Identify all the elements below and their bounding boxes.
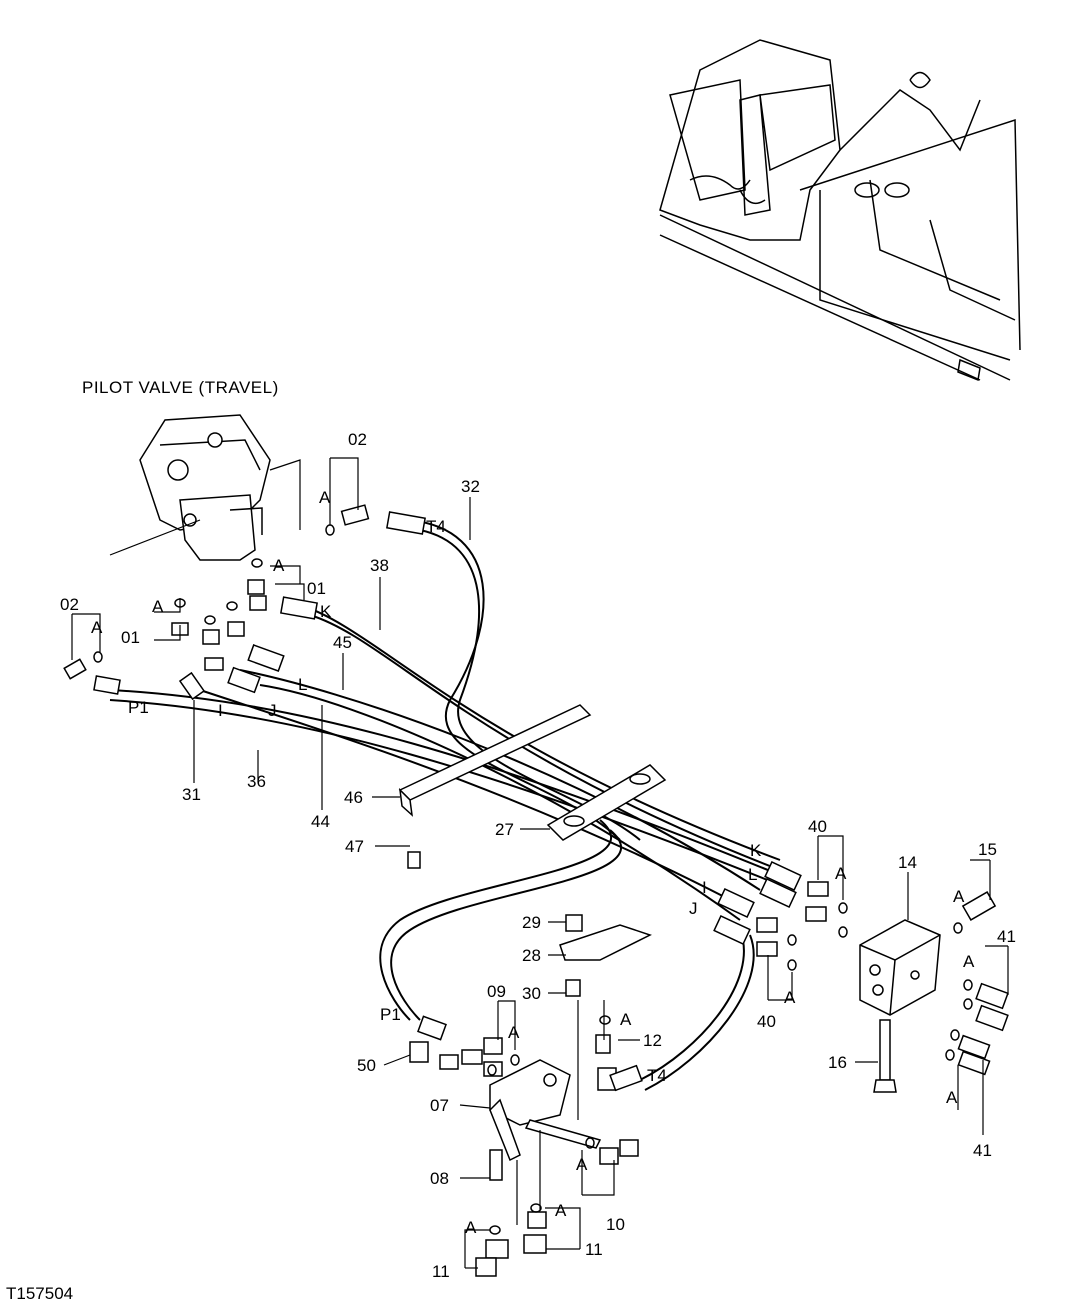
port-label-t4-top: T4 (426, 517, 446, 536)
leader-lines (71, 457, 1009, 1269)
oring-a-label: A (963, 952, 975, 971)
port-label-k-top: K (320, 602, 332, 621)
callout-01-left: 01 (121, 628, 140, 647)
callout-11-right: 11 (585, 1240, 603, 1259)
callout-09: 09 (487, 982, 506, 1001)
callout-38: 38 (370, 556, 389, 575)
valve-07 (489, 1059, 602, 1162)
oring-a-label: A (508, 1023, 520, 1042)
callout-41-top: 41 (997, 927, 1016, 946)
port-label-i-right: I (702, 878, 707, 897)
oring-a-label: A (91, 618, 103, 637)
callout-16: 16 (828, 1053, 847, 1072)
callout-30: 30 (522, 984, 541, 1003)
port-label-p1-top: P1 (128, 698, 149, 717)
callout-47: 47 (345, 837, 364, 856)
port-label-j-right: J (689, 899, 698, 918)
hose-bundle (109, 519, 781, 1091)
callout-41-bottom: 41 (973, 1141, 992, 1160)
oring-a-label: A (953, 887, 965, 906)
callout-46: 46 (344, 788, 363, 807)
callout-36: 36 (247, 772, 266, 791)
figure-id: T157504 (6, 1284, 73, 1303)
callouts: 02 01 02 01 32 38 45 31 36 44 46 47 27 2… (60, 430, 1016, 1281)
callout-14: 14 (898, 853, 917, 872)
callout-07: 07 (430, 1096, 449, 1115)
callout-11-left: 11 (432, 1262, 450, 1281)
callout-01-top: 01 (307, 579, 326, 598)
port-label-j-top: J (268, 701, 277, 720)
callout-08: 08 (430, 1169, 449, 1188)
callout-29: 29 (522, 913, 541, 932)
callout-44: 44 (311, 812, 330, 831)
manifold-block (859, 919, 941, 1093)
oring-a-label: A (576, 1155, 588, 1174)
callout-12: 12 (643, 1031, 662, 1050)
callout-28: 28 (522, 946, 541, 965)
oring-a-labels: A A A A A A A A A A A A A A (91, 488, 975, 1237)
oring-a-label: A (620, 1010, 632, 1029)
callout-02-top: 02 (348, 430, 367, 449)
port-label-p1-bottom: P1 (380, 1005, 401, 1024)
oring-a-label: A (319, 488, 331, 507)
callout-45: 45 (333, 633, 352, 652)
port-label-t4-bottom: T4 (647, 1066, 667, 1085)
callout-15: 15 (978, 840, 997, 859)
callout-40-bottom: 40 (757, 1012, 776, 1031)
oring-a-label: A (555, 1201, 567, 1220)
oring-a-label: A (152, 597, 164, 616)
port-label-k-right: K (750, 841, 762, 860)
callout-50: 50 (357, 1056, 376, 1075)
mounting-frame (398, 704, 667, 841)
oring-a-label: A (835, 864, 847, 883)
callout-10: 10 (606, 1215, 625, 1234)
callout-40-top: 40 (808, 817, 827, 836)
pilot-valve-body (109, 414, 301, 561)
callout-02-left: 02 (60, 595, 79, 614)
callout-31: 31 (182, 785, 201, 804)
excavator-inset (659, 39, 1021, 382)
diagram-title: PILOT VALVE (TRAVEL) (82, 378, 279, 397)
oring-a-label: A (465, 1218, 477, 1237)
oring-a-label: A (784, 988, 796, 1007)
port-label-l-top: L (298, 675, 307, 694)
oring-a-label: A (946, 1088, 958, 1107)
callout-27: 27 (495, 820, 514, 839)
port-label-l-right: L (748, 865, 757, 884)
oring-a-label: A (273, 556, 285, 575)
port-label-i-top: I (218, 701, 223, 720)
callout-32: 32 (461, 477, 480, 496)
port-labels: T4 K L I J P1 K L I J P1 T4 (128, 517, 762, 1085)
